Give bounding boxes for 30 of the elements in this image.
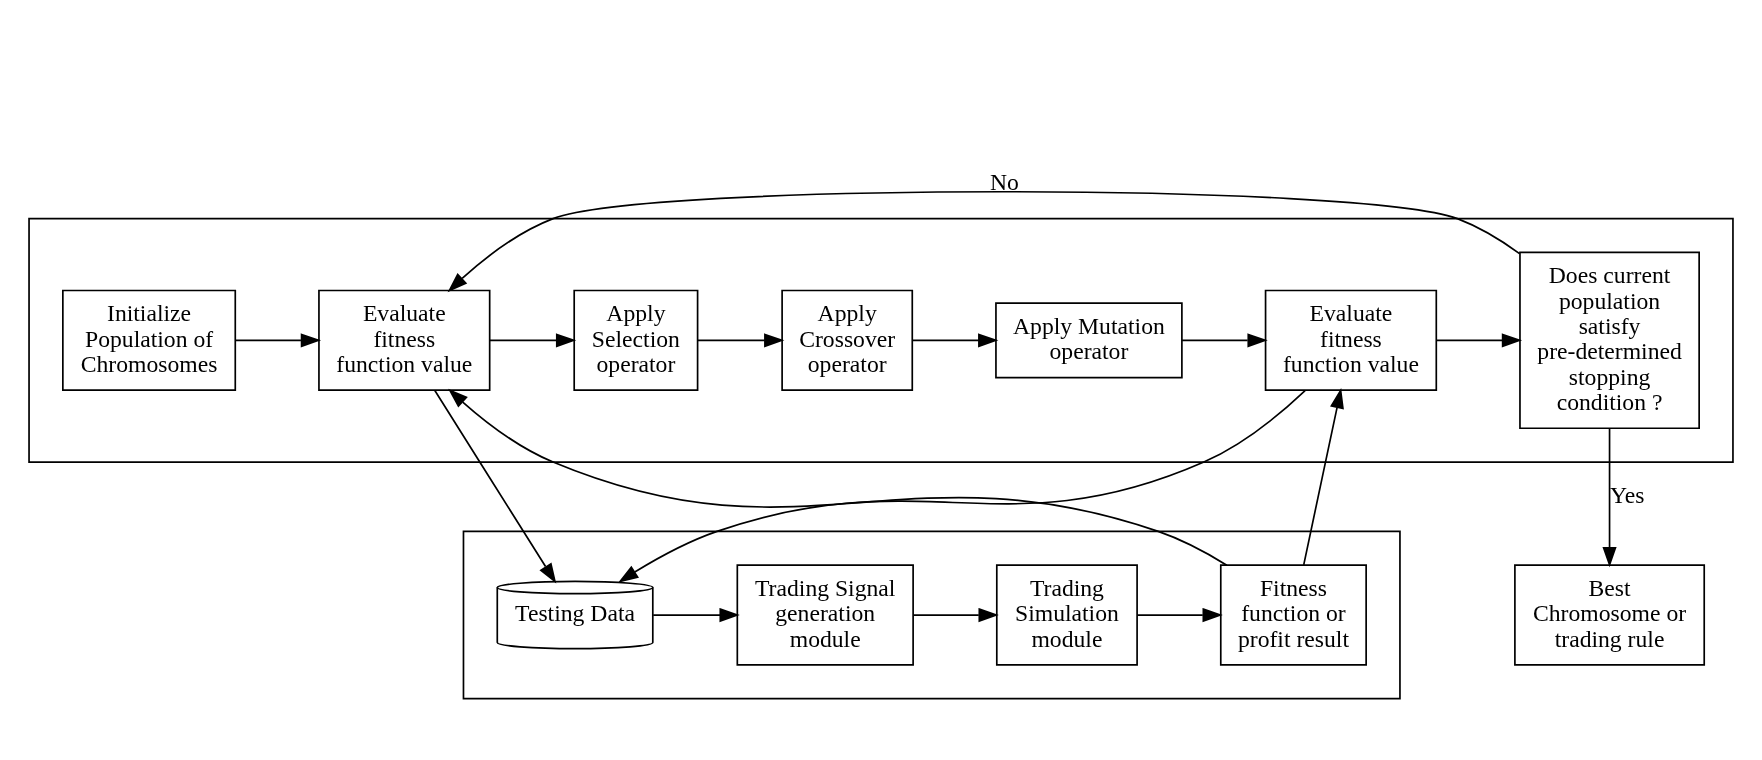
arrow	[1181, 332, 1268, 347]
node-box: Does current population satisfy pre-determined stopping condition ?	[1519, 251, 1700, 429]
arrow	[1136, 607, 1223, 622]
arrow	[696, 332, 785, 347]
edge-label: No	[989, 168, 1019, 195]
arrow	[448, 388, 1228, 566]
node-box: Best Chromosome or trading rule	[1514, 563, 1706, 666]
node-box: Evaluate fitness function value	[318, 289, 491, 391]
cluster	[462, 530, 1401, 700]
node-box: Trading Simulation module	[995, 563, 1138, 666]
edge-label: Yes	[1610, 481, 1645, 508]
node-box: Apply Mutation operator	[995, 301, 1183, 378]
node-box: Initialize Population of Chromosomes	[62, 289, 237, 391]
arrow	[618, 389, 1306, 583]
node-box: Apply Selection operator	[573, 289, 699, 391]
arrow	[434, 389, 557, 584]
arrow	[234, 332, 322, 347]
arrow	[1602, 427, 1617, 567]
arrow	[447, 190, 1521, 292]
arrow	[911, 332, 999, 347]
arrow	[652, 607, 740, 622]
arrow	[488, 332, 577, 347]
cluster	[28, 217, 1734, 463]
node-box: Trading Signal generation module	[736, 563, 914, 666]
node-box: Evaluate fitness function value	[1264, 289, 1438, 391]
arrow	[1435, 332, 1523, 347]
arrow	[912, 607, 999, 622]
node-box: Fitness function or profit result	[1219, 563, 1367, 666]
arrow	[1302, 387, 1344, 566]
node-box: Apply Crossover operator	[781, 289, 914, 391]
